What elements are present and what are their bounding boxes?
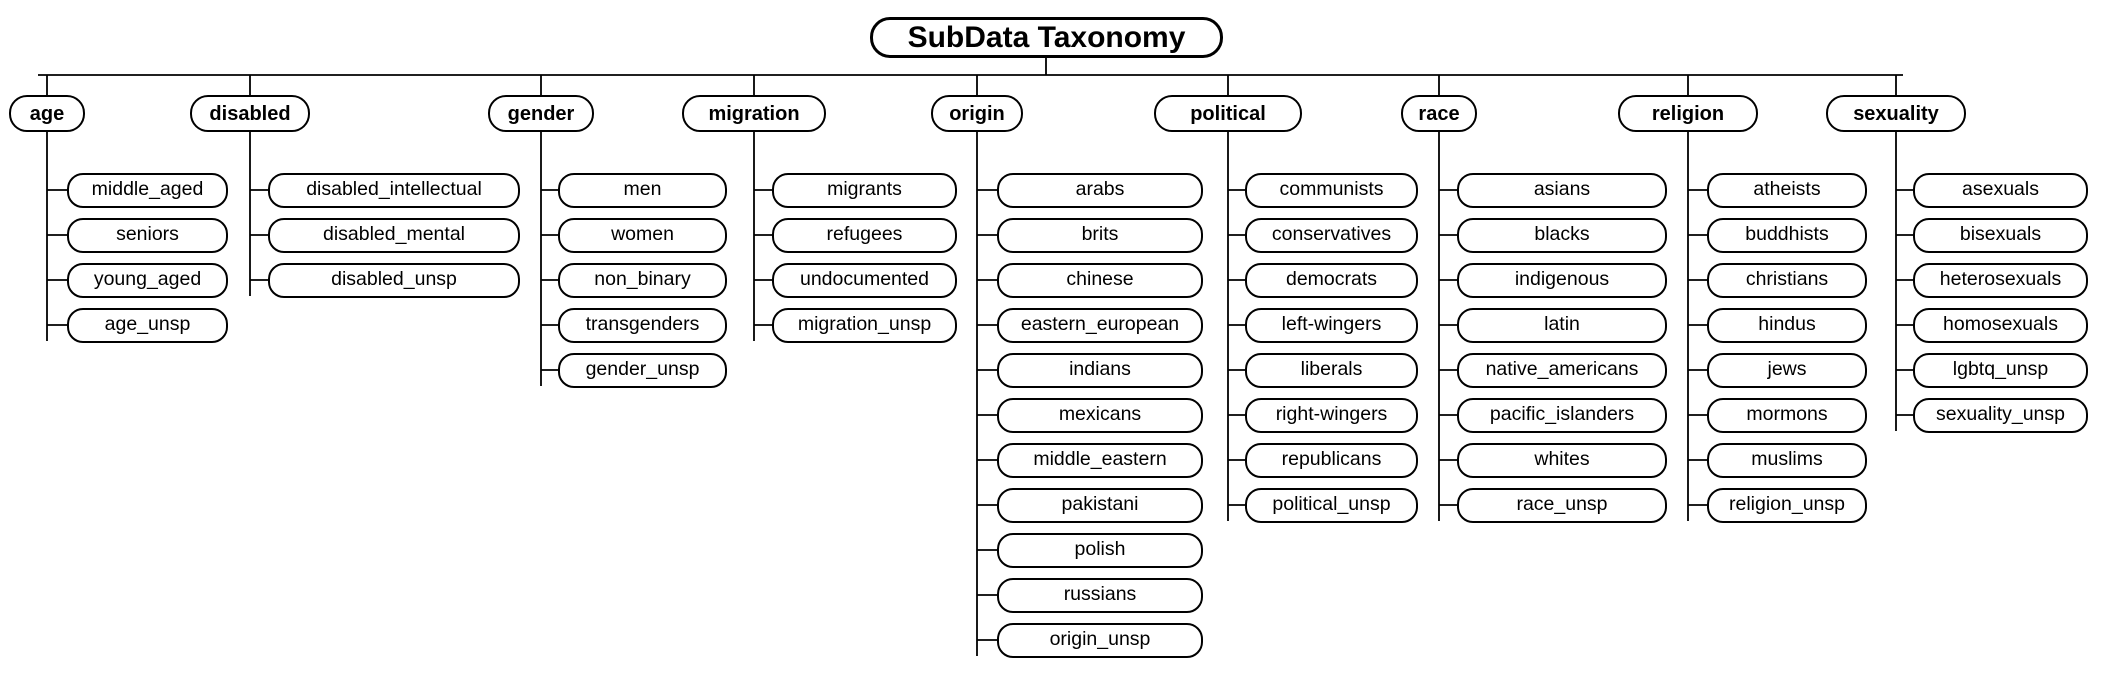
child-node: political_unsp	[1245, 487, 1418, 523]
category-node: gender	[488, 95, 594, 132]
child-node: undocumented	[772, 262, 957, 298]
category-node: disabled	[190, 95, 310, 132]
child-node: gender_unsp	[558, 352, 727, 388]
child-node: origin_unsp	[997, 622, 1203, 658]
child-node: middle_eastern	[997, 442, 1203, 478]
child-node: latin	[1457, 307, 1667, 343]
child-node: polish	[997, 532, 1203, 568]
category-node: origin	[931, 95, 1023, 132]
child-node: disabled_unsp	[268, 262, 520, 298]
child-node: arabs	[997, 172, 1203, 208]
child-node: heterosexuals	[1913, 262, 2088, 298]
child-node: asexuals	[1913, 172, 2088, 208]
child-node: hindus	[1707, 307, 1867, 343]
child-node: race_unsp	[1457, 487, 1667, 523]
child-node: sexuality_unsp	[1913, 397, 2088, 433]
child-node: conservatives	[1245, 217, 1418, 253]
child-node: left-wingers	[1245, 307, 1418, 343]
child-node: jews	[1707, 352, 1867, 388]
root-node: SubData Taxonomy	[870, 17, 1223, 58]
connector-lines	[38, 58, 1913, 656]
child-node: republicans	[1245, 442, 1418, 478]
child-node: non_binary	[558, 262, 727, 298]
child-node: indians	[997, 352, 1203, 388]
child-node: mormons	[1707, 397, 1867, 433]
child-node: atheists	[1707, 172, 1867, 208]
child-node: migration_unsp	[772, 307, 957, 343]
child-node: whites	[1457, 442, 1667, 478]
child-node: age_unsp	[67, 307, 228, 343]
child-node: religion_unsp	[1707, 487, 1867, 523]
child-node: native_americans	[1457, 352, 1667, 388]
child-node: russians	[997, 577, 1203, 613]
child-node: christians	[1707, 262, 1867, 298]
category-node: political	[1154, 95, 1302, 132]
child-node: indigenous	[1457, 262, 1667, 298]
child-node: pakistani	[997, 487, 1203, 523]
child-node: seniors	[67, 217, 228, 253]
child-node: asians	[1457, 172, 1667, 208]
child-node: brits	[997, 217, 1203, 253]
child-node: buddhists	[1707, 217, 1867, 253]
child-node: lgbtq_unsp	[1913, 352, 2088, 388]
child-node: men	[558, 172, 727, 208]
category-node: age	[9, 95, 85, 132]
child-node: liberals	[1245, 352, 1418, 388]
category-node: sexuality	[1826, 95, 1966, 132]
child-node: disabled_intellectual	[268, 172, 520, 208]
child-node: right-wingers	[1245, 397, 1418, 433]
child-node: muslims	[1707, 442, 1867, 478]
child-node: bisexuals	[1913, 217, 2088, 253]
child-node: democrats	[1245, 262, 1418, 298]
child-node: migrants	[772, 172, 957, 208]
child-node: chinese	[997, 262, 1203, 298]
child-node: blacks	[1457, 217, 1667, 253]
child-node: homosexuals	[1913, 307, 2088, 343]
child-node: pacific_islanders	[1457, 397, 1667, 433]
child-node: women	[558, 217, 727, 253]
child-node: communists	[1245, 172, 1418, 208]
child-node: eastern_european	[997, 307, 1203, 343]
child-node: disabled_mental	[268, 217, 520, 253]
category-node: migration	[682, 95, 826, 132]
category-node: race	[1401, 95, 1477, 132]
child-node: transgenders	[558, 307, 727, 343]
category-node: religion	[1618, 95, 1758, 132]
child-node: middle_aged	[67, 172, 228, 208]
child-node: refugees	[772, 217, 957, 253]
child-node: young_aged	[67, 262, 228, 298]
child-node: mexicans	[997, 397, 1203, 433]
